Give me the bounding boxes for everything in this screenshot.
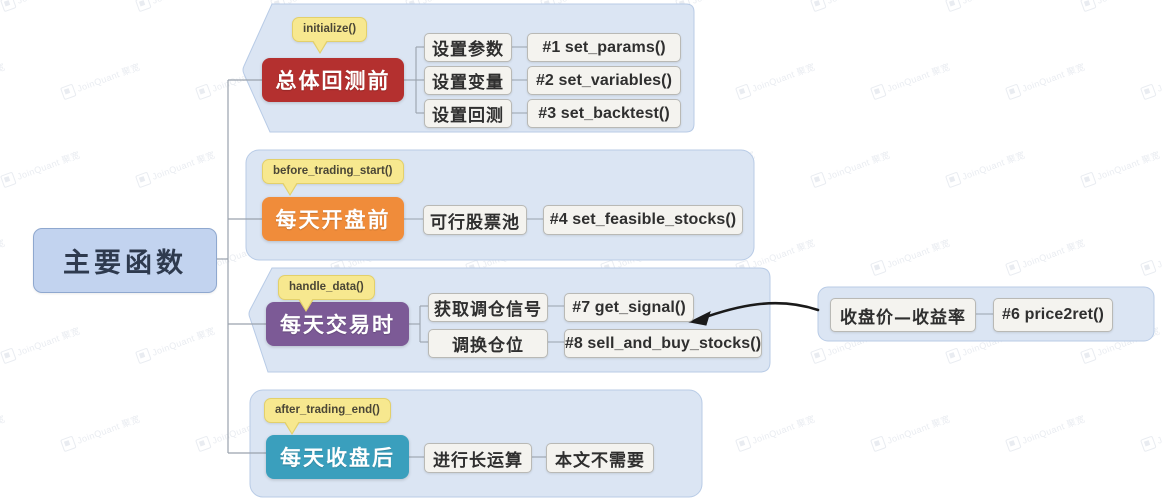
leaf-cn-not-needed[interactable]: 本文不需要 bbox=[546, 443, 654, 473]
callout-after-trading-end: after_trading_end() bbox=[264, 398, 391, 435]
leaf-cn-price-to-return[interactable]: 收盘价—收益率 bbox=[830, 298, 976, 332]
leaf-cn-get-signal[interactable]: 获取调仓信号 bbox=[428, 293, 548, 322]
stage-node-before-open[interactable]: 每天开盘前 bbox=[262, 197, 404, 241]
leaf-cn-long-calculation[interactable]: 进行长运算 bbox=[424, 443, 532, 473]
leaf-code-sell-and-buy-stocks[interactable]: #8 sell_and_buy_stocks() bbox=[564, 329, 762, 358]
leaf-code-set-feasible-stocks[interactable]: #4 set_feasible_stocks() bbox=[543, 205, 743, 235]
leaf-code-price2ret[interactable]: #6 price2ret() bbox=[993, 298, 1113, 332]
callout-initialize: initialize() bbox=[292, 17, 368, 54]
leaf-code-get-signal[interactable]: #7 get_signal() bbox=[564, 293, 694, 322]
leaf-code-set-variables[interactable]: #2 set_variables() bbox=[527, 66, 681, 95]
leaf-cn-set-params[interactable]: 设置参数 bbox=[424, 33, 512, 62]
stage-node-after-close[interactable]: 每天收盘后 bbox=[266, 435, 409, 479]
leaf-cn-set-variables[interactable]: 设置变量 bbox=[424, 66, 512, 95]
leaf-cn-feasible-stocks[interactable]: 可行股票池 bbox=[423, 205, 527, 235]
leaf-code-set-params[interactable]: #1 set_params() bbox=[527, 33, 681, 62]
callout-before-trading-start: before_trading_start() bbox=[262, 159, 404, 196]
leaf-cn-adjust-position[interactable]: 调换仓位 bbox=[428, 329, 548, 358]
leaf-code-set-backtest[interactable]: #3 set_backtest() bbox=[527, 99, 681, 128]
stage-node-before-backtest[interactable]: 总体回测前 bbox=[262, 58, 404, 102]
flow-arrow bbox=[688, 301, 820, 326]
callout-handle-data: handle_data() bbox=[278, 275, 375, 312]
stage-node-during-trading[interactable]: 每天交易时 bbox=[266, 302, 409, 346]
root-node[interactable]: 主要函数 bbox=[33, 228, 217, 293]
leaf-cn-set-backtest[interactable]: 设置回测 bbox=[424, 99, 512, 128]
